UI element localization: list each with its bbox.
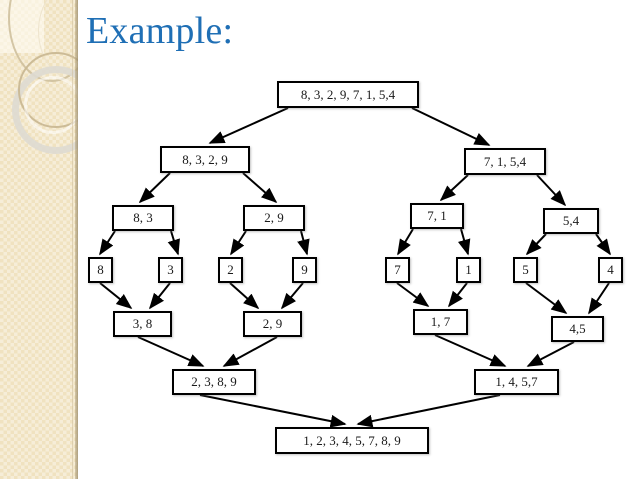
diagram-arrow-leaf5-to-m3d — [525, 282, 568, 314]
diagram-node-r2a: 7, 1 — [410, 203, 464, 229]
page-title: Example: — [86, 10, 234, 52]
diagram-arrow-m3a-to-m4a — [137, 336, 205, 367]
diagram-node-leaf9: 9 — [292, 257, 317, 283]
diagram-node-r2b: 5,4 — [543, 208, 599, 234]
diagram-node-l1: 8, 3, 2, 9 — [160, 146, 250, 173]
diagram-arrow-l2b-to-leaf2 — [230, 230, 247, 256]
diagram-arrow-r2b-to-leaf4 — [595, 233, 611, 256]
diagram-node-root: 8, 3, 2, 9, 7, 1, 5,4 — [277, 81, 419, 108]
diagram-arrow-leaf2-to-m3b — [229, 282, 260, 310]
diagram-node-leaf8: 8 — [88, 257, 113, 283]
diagram-arrow-m3c-to-m4b — [434, 334, 507, 367]
diagram-node-m3a: 3, 8 — [113, 311, 172, 337]
diagram-node-r1: 7, 1, 5,4 — [464, 148, 546, 175]
diagram-arrow-r2a-to-leaf7 — [397, 228, 414, 256]
diagram-node-leaf2: 2 — [218, 257, 243, 283]
diagram-node-leaf3: 3 — [158, 257, 183, 283]
diagram-node-m3b: 2, 9 — [243, 311, 302, 337]
diagram-arrow-l2a-to-leaf3 — [167, 230, 180, 256]
diagram-node-leaf4: 4 — [598, 257, 623, 283]
diagram-arrow-m4b-to-final — [356, 394, 501, 428]
diagram-arrow-leaf4-to-m3d — [588, 282, 610, 315]
diagram-arrow-root-to-r1 — [411, 107, 491, 146]
diagram-node-m4a: 2, 3, 8, 9 — [172, 369, 256, 395]
diagram-arrow-r2a-to-leaf1 — [457, 228, 471, 256]
diagram-arrow-r1-to-r2b — [536, 174, 567, 207]
diagram-node-leaf1: 1 — [456, 257, 481, 283]
diagram-node-m4b: 1, 4, 5,7 — [474, 369, 559, 395]
diagram-node-leaf7: 7 — [385, 257, 410, 283]
decorative-circle-highlight — [24, 76, 78, 134]
diagram-arrow-m3b-to-m4a — [222, 336, 278, 367]
band-inner-edge — [72, 0, 73, 479]
diagram-arrow-leaf8-to-m3a — [99, 282, 133, 310]
band-outer-edge — [75, 0, 78, 479]
diagram-node-final: 1, 2, 3, 4, 5, 7, 8, 9 — [275, 427, 429, 454]
diagram-arrow-m4a-to-final — [199, 394, 347, 428]
diagram-node-l2b: 2, 9 — [243, 205, 305, 231]
diagram-arrow-r2b-to-leaf5 — [525, 233, 547, 256]
diagram-arrow-root-to-l1 — [208, 107, 289, 144]
diagram-arrow-leaf3-to-m3a — [149, 282, 171, 310]
diagram-arrow-m3d-to-m4b — [526, 341, 575, 367]
diagram-arrow-l2b-to-leaf9 — [297, 230, 310, 256]
diagram-arrow-r1-to-r2a — [439, 174, 469, 202]
diagram-arrow-leaf9-to-m3b — [280, 282, 304, 310]
diagram-node-l2a: 8, 3 — [112, 205, 174, 231]
diagram-node-m3c: 1, 7 — [413, 309, 468, 335]
diagram-arrow-leaf1-to-m3c — [448, 282, 468, 308]
diagram-arrow-l2a-to-leaf8 — [99, 230, 116, 256]
diagram-arrow-leaf7-to-m3c — [396, 282, 430, 307]
diagram-arrow-l1-to-l2b — [242, 172, 278, 204]
diagram-arrow-l1-to-l2a — [138, 172, 171, 204]
diagram-node-m3d: 4,5 — [551, 316, 604, 342]
decorative-side-band — [0, 0, 78, 479]
diagram-node-leaf5: 5 — [513, 257, 538, 283]
